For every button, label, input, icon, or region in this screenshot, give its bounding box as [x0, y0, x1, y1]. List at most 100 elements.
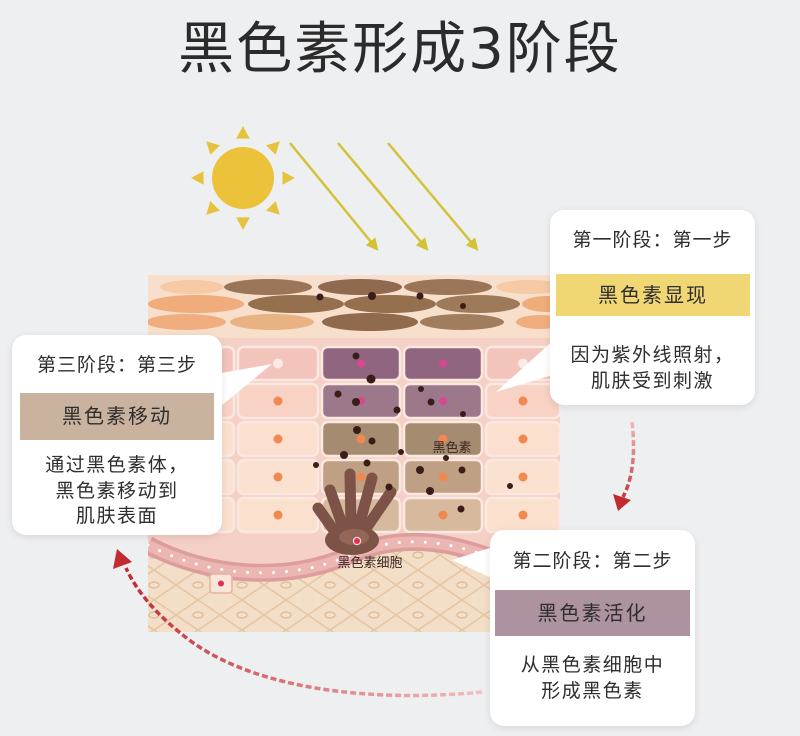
sun-ray — [236, 217, 250, 230]
stage-1-description-line: 因为紫外线照射， — [570, 344, 735, 366]
stage-3-description-line: 通过黑色素体， — [45, 454, 189, 476]
melanin-granule — [443, 455, 449, 461]
corneum-flake — [436, 295, 520, 313]
sun-ray — [206, 201, 220, 215]
sun-ray — [282, 171, 295, 185]
stage-3-description: 通过黑色素体， 黑色素移动到 肌肤表面 — [12, 453, 222, 530]
melanin-granule — [416, 292, 424, 300]
corneum-flake — [420, 314, 504, 330]
cycle-arrow-stage1-to-stage2 — [613, 421, 636, 511]
cell-nucleus — [438, 434, 448, 444]
sun-ray — [266, 141, 280, 155]
corneum-flake — [148, 314, 226, 330]
stage-2-heading: 第二阶段：第二步 — [512, 550, 673, 572]
stage-2-description-line: 形成黑色素 — [541, 680, 644, 702]
melanin-granule — [507, 483, 513, 489]
sun-ray — [266, 201, 280, 215]
melanin-granule — [398, 449, 404, 455]
melanin-granule — [368, 437, 376, 445]
stage-3-description-line: 黑色素移动到 — [55, 479, 179, 502]
cell-nucleus — [518, 434, 528, 444]
stage-1-description: 因为紫外线照射， 肌肤受到刺激 — [550, 342, 755, 394]
melanin-granule — [368, 292, 376, 300]
stage-1-heading: 第一阶段：第一步 — [572, 229, 733, 251]
cell-nucleus — [273, 434, 283, 444]
uv-ray-arrow — [289, 142, 379, 251]
cell-nucleus — [273, 472, 283, 482]
melanocyte — [312, 468, 397, 555]
stage-2-description: 从黑色素细胞中 形成黑色素 — [490, 652, 695, 704]
cell-nucleus — [438, 510, 448, 520]
sun-ray — [236, 126, 250, 139]
stage-3-callout: 第三阶段：第三步 黑色素移动 通过黑色素体， 黑色素移动到 肌肤表面 — [12, 335, 222, 535]
sun-ray — [206, 141, 220, 155]
melanin-granule — [363, 459, 371, 467]
uv-ray-arrows — [289, 142, 479, 251]
melanin-granule — [418, 386, 424, 392]
cell-nucleus — [356, 434, 366, 444]
corneum-flake — [160, 280, 224, 294]
melanin-granule — [385, 483, 393, 491]
stage-1-callout: 第一阶段：第一步 黑色素显现 因为紫外线照射， 肌肤受到刺激 — [550, 210, 755, 405]
melanin-granule — [340, 451, 348, 459]
sun-disc — [212, 147, 274, 209]
melanin-granule — [313, 462, 319, 468]
melanocyte-label: 黑色素细胞 — [337, 555, 402, 571]
cycle-arrow-stage2-to-stage3 — [113, 549, 483, 698]
stage-2-callout-pointer — [452, 546, 496, 580]
cell-nucleus — [273, 510, 283, 520]
melanin-granule — [416, 466, 424, 474]
stratum-corneum-flakes — [148, 279, 560, 331]
stage-3-heading: 第三阶段：第三步 — [36, 354, 197, 376]
cell-nucleus — [518, 396, 528, 406]
corneum-flake — [148, 295, 244, 313]
stage-3-callout-pointer — [216, 364, 272, 410]
stage-2-callout: 第二阶段：第二步 黑色素活化 从黑色素细胞中 形成黑色素 — [490, 530, 695, 726]
cell-nucleus — [438, 472, 448, 482]
dermis — [148, 541, 560, 632]
melanin-granule — [366, 374, 376, 384]
melanin-granule — [334, 390, 342, 398]
cell-nucleus — [356, 472, 366, 482]
melanin-granule — [393, 406, 401, 414]
corneum-flake — [248, 295, 344, 313]
sun-icon — [191, 126, 295, 230]
melanin-granule — [353, 426, 361, 434]
cell-nucleus — [439, 397, 447, 405]
cell-nucleus — [518, 510, 528, 520]
melanin-granule — [458, 466, 466, 474]
corneum-flake — [344, 295, 436, 313]
stage-1-description-line: 肌肤受到刺激 — [590, 370, 714, 392]
uv-ray-arrow — [337, 142, 429, 251]
corneum-flake — [516, 315, 560, 329]
melanocyte-nucleus — [352, 536, 362, 546]
melanin-granule — [457, 505, 465, 513]
sun-ray — [191, 171, 204, 185]
skin-cross-section — [148, 275, 560, 632]
dermal-cell — [209, 573, 233, 594]
corneum-flake — [322, 313, 418, 331]
stage-3-label: 黑色素移动 — [20, 393, 214, 440]
uv-ray-arrow — [387, 142, 479, 251]
corneum-flake — [318, 279, 402, 295]
cell-nucleus — [273, 396, 283, 406]
stage-3-description-line: 肌肤表面 — [75, 505, 158, 527]
melanin-granule — [460, 303, 466, 309]
melanin-granule — [460, 411, 466, 417]
melanin-granule — [352, 352, 360, 360]
stage-1-callout-pointer — [496, 338, 556, 392]
stage-2-label: 黑色素活化 — [495, 590, 690, 636]
cell-nucleus — [518, 472, 528, 482]
melanin-label: 黑色素 — [432, 440, 471, 456]
melanin-granule — [427, 398, 435, 406]
stage-2-description-line: 从黑色素细胞中 — [520, 654, 665, 676]
melanin-granule — [316, 293, 324, 301]
corneum-flake — [496, 280, 560, 294]
melanin-granules — [313, 292, 513, 513]
corneum-flake — [224, 279, 312, 295]
page-title: 黑色素形成3阶段 — [178, 17, 622, 82]
cell-nucleus — [357, 359, 365, 368]
stage-1-label: 黑色素显现 — [556, 274, 750, 316]
